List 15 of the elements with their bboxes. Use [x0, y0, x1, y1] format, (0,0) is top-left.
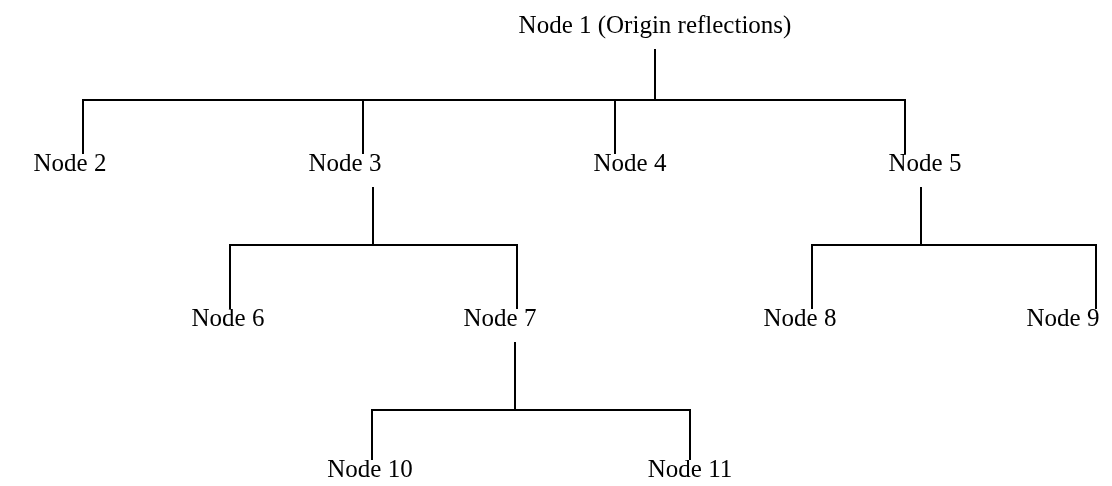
node-label: Node 1 (Origin reflections) — [518, 12, 792, 37]
node-label: Node 11 — [647, 456, 733, 481]
connector-line — [920, 186, 1097, 310]
node-label: Node 2 — [33, 150, 107, 175]
node-label: Node 5 — [888, 150, 962, 175]
node-label: Node 6 — [191, 305, 265, 330]
connector-line — [514, 341, 691, 461]
node-label: Node 4 — [593, 150, 667, 175]
connector-line — [372, 186, 518, 310]
connector-line — [654, 48, 906, 155]
node-label: Node 10 — [327, 456, 413, 481]
node-label: Node 8 — [763, 305, 837, 330]
node-label: Node 7 — [463, 305, 537, 330]
node-label: Node 3 — [308, 150, 382, 175]
node-label: Node 9 — [1026, 305, 1100, 330]
